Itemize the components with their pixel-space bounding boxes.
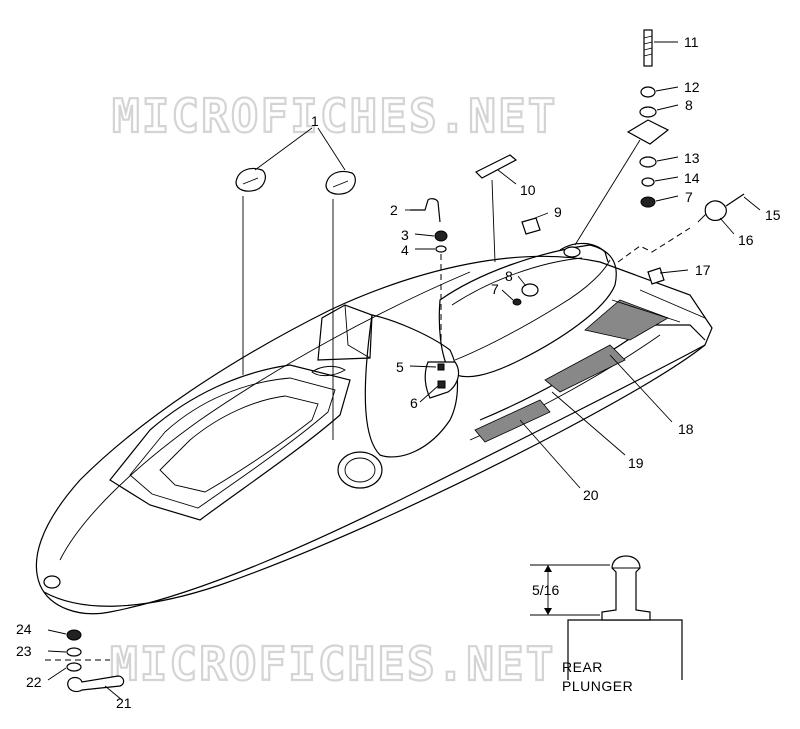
- bumper-left: [235, 167, 266, 192]
- callout-22: 22: [26, 674, 42, 690]
- mat-18: [584, 299, 669, 341]
- callout-6: 6: [410, 395, 418, 411]
- detail-caption-line2: PLUNGER: [562, 678, 633, 694]
- callout-20: 20: [583, 487, 599, 503]
- washer-22: [66, 662, 82, 672]
- screw-15: [725, 193, 745, 207]
- washer-4: [435, 245, 447, 253]
- callout-5: 5: [396, 359, 404, 375]
- plate-6: [424, 361, 460, 399]
- nut-6: [437, 380, 446, 389]
- plate-21: [67, 675, 125, 693]
- mat-20: [474, 399, 551, 443]
- rear-plunger-detail: [530, 555, 683, 680]
- callout-15: 15: [765, 207, 781, 223]
- bracket-top: [626, 119, 670, 145]
- watermark-top: MICROFICHES.NET: [112, 89, 557, 143]
- callout-9: 9: [554, 204, 562, 220]
- callout-8-seat: 8: [505, 268, 513, 284]
- washer-23: [66, 647, 82, 657]
- callout-17: 17: [695, 262, 711, 278]
- callout-2: 2: [390, 202, 398, 218]
- washer-13: [639, 156, 657, 168]
- watermark-bottom: MICROFICHES.NET: [110, 637, 555, 691]
- callout-13: 13: [684, 150, 700, 166]
- strip-10: [474, 154, 518, 179]
- callout-14: 14: [684, 170, 700, 186]
- callout-7-top: 7: [685, 189, 693, 205]
- callout-12: 12: [684, 79, 700, 95]
- bumper-right: [325, 170, 356, 195]
- stud-11: [643, 29, 653, 67]
- mat-19: [544, 344, 626, 393]
- leader-lines: [47, 41, 761, 701]
- handle-bracket: [410, 198, 441, 223]
- callout-21: 21: [116, 695, 132, 711]
- bow-eye: [43, 575, 61, 589]
- decal-9: [521, 217, 541, 235]
- nut-24: [66, 629, 82, 641]
- callout-7-seat: 7: [491, 281, 499, 297]
- hull: [35, 242, 713, 615]
- callout-23: 23: [16, 643, 32, 659]
- washer-12: [640, 86, 656, 98]
- nut-3: [434, 230, 448, 242]
- callout-18: 18: [678, 421, 694, 437]
- washer-8-top: [639, 106, 657, 118]
- callout-24: 24: [16, 621, 32, 637]
- callout-3: 3: [401, 227, 409, 243]
- callout-4: 4: [401, 242, 409, 258]
- callout-1: 1: [311, 113, 319, 129]
- nut-7-top: [640, 196, 656, 208]
- nut-7-seat: [512, 298, 522, 306]
- decal-17: [647, 267, 665, 285]
- dimension-label: 5/16: [532, 582, 559, 598]
- callout-8-top: 8: [685, 97, 693, 113]
- callout-16: 16: [738, 232, 754, 248]
- callout-11: 11: [684, 34, 699, 50]
- callout-10: 10: [520, 182, 536, 198]
- callout-19: 19: [628, 455, 644, 471]
- detail-caption-line1: REAR: [562, 659, 603, 675]
- washer-14: [641, 177, 655, 187]
- fitting-16: [704, 200, 727, 221]
- screw-5: [437, 363, 445, 371]
- washer-8-seat: [521, 283, 539, 297]
